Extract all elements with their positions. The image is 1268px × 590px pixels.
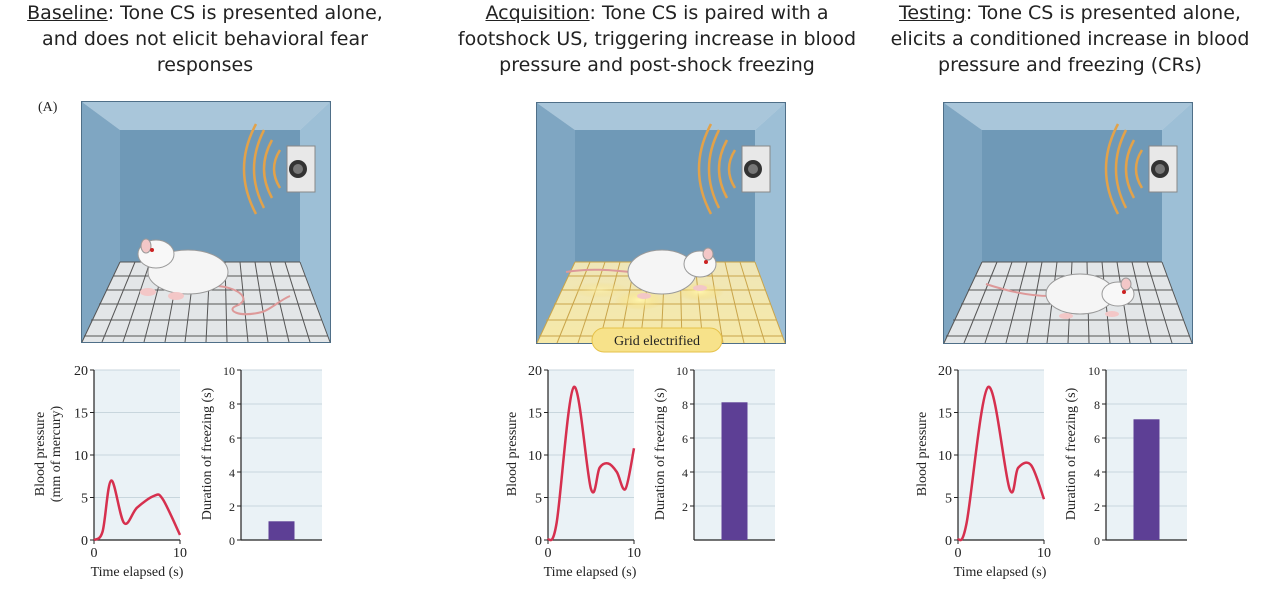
shock-glow-icon (570, 282, 724, 310)
y-tick-label: 10 (223, 364, 235, 378)
speaker-icon (1148, 145, 1178, 193)
y-tick-label: 0 (81, 534, 88, 549)
grid-electrified-label: Grid electrified (614, 334, 700, 349)
y-tick-label: 4 (1094, 466, 1100, 480)
sound-waves-icon (242, 123, 282, 215)
y-tick-label: 10 (1088, 364, 1100, 378)
chamber-baseline (81, 101, 331, 343)
caption-lead-baseline: Baseline (27, 2, 108, 24)
y-tick-label: 6 (229, 432, 235, 446)
freezing-bar (1133, 419, 1160, 540)
bp-axis-label-baseline: Blood pressure (33, 412, 48, 496)
y-tick-label: 15 (528, 407, 542, 422)
bp-axis-unit-baseline: (mm of mercury) (49, 405, 64, 502)
rat-testing-icon (985, 273, 1135, 319)
bp-axis-label-acquisition: Blood pressure (505, 412, 520, 496)
grid-electrified-badge (591, 327, 723, 353)
caption-baseline: Baseline: Tone CS is presented alone, an… (10, 0, 400, 78)
caption-text-testing: : Tone CS is presented alone, elicits a … (890, 2, 1250, 76)
blood-pressure-line (956, 385, 1046, 542)
chamber-acquisition: Grid electrified (536, 102, 786, 353)
y-tick-label: 10 (74, 449, 88, 464)
y-tick-label: 10 (528, 449, 542, 464)
panel-label: (A) (38, 100, 58, 115)
caption-lead-acquisition: Acquisition (485, 2, 590, 24)
caption-lead-testing: Testing (899, 2, 966, 24)
sound-waves-icon (1104, 123, 1144, 215)
freeze-axis-label-baseline: Duration of freezing (s) (200, 387, 215, 520)
plot-area (241, 370, 322, 540)
y-tick-label: 8 (1094, 398, 1100, 412)
y-tick-label: 5 (535, 492, 542, 507)
x-tick-label: 0 (955, 546, 962, 561)
y-tick-label: 0 (229, 534, 235, 548)
freezing-bar (268, 521, 295, 540)
y-tick-label: 8 (229, 398, 235, 412)
rat-baseline-icon (137, 238, 291, 316)
y-tick-label: 20 (528, 364, 542, 379)
blood-pressure-line (546, 385, 636, 542)
caption-text-baseline: : Tone CS is presented alone, and does n… (42, 2, 383, 76)
bp-axis-label-testing: Blood pressure (915, 412, 930, 496)
freeze-axis-label-testing: Duration of freezing (s) (1064, 387, 1079, 520)
caption-testing: Testing: Tone CS is presented alone, eli… (885, 0, 1255, 78)
y-tick-label: 10 (676, 364, 688, 378)
y-tick-label: 0 (945, 534, 952, 549)
x-axis-label-baseline: Time elapsed (s) (91, 565, 184, 580)
y-tick-label: 2 (229, 500, 235, 514)
y-tick-label: 15 (74, 407, 88, 422)
y-tick-label: 2 (682, 500, 688, 514)
y-tick-label: 20 (74, 364, 88, 379)
y-tick-label: 8 (682, 398, 688, 412)
x-axis-label-acquisition: Time elapsed (s) (544, 565, 637, 580)
y-tick-label: 0 (535, 534, 542, 549)
x-tick-label: 10 (173, 546, 187, 561)
y-tick-label: 10 (938, 449, 952, 464)
x-tick-label: 10 (1037, 546, 1051, 561)
speaker-icon (286, 145, 316, 193)
y-tick-label: 2 (1094, 500, 1100, 514)
caption-text-acquisition: : Tone CS is paired with a footshock US,… (457, 2, 857, 76)
speaker-icon (741, 145, 771, 193)
freezing-bar (721, 402, 748, 540)
x-tick-label: 10 (627, 546, 641, 561)
y-tick-label: 4 (682, 466, 688, 480)
x-tick-label: 0 (91, 546, 98, 561)
x-tick-label: 0 (545, 546, 552, 561)
y-tick-label: 5 (945, 492, 952, 507)
y-tick-label: 5 (81, 492, 88, 507)
y-tick-label: 6 (682, 432, 688, 446)
caption-acquisition: Acquisition: Tone CS is paired with a fo… (452, 0, 862, 78)
y-tick-label: 6 (1094, 432, 1100, 446)
freeze-axis-label-acquisition: Duration of freezing (s) (653, 387, 668, 520)
rat-acquisition-icon (565, 247, 717, 299)
grid-floor-testing (943, 261, 1193, 344)
chamber-testing (943, 102, 1193, 344)
y-tick-label: 0 (1094, 534, 1100, 548)
blood-pressure-line (93, 479, 182, 542)
y-tick-label: 20 (938, 364, 952, 379)
y-tick-label: 4 (229, 466, 235, 480)
y-tick-label: 15 (938, 407, 952, 422)
x-axis-label-testing: Time elapsed (s) (954, 565, 1047, 580)
sound-waves-icon (697, 123, 737, 215)
